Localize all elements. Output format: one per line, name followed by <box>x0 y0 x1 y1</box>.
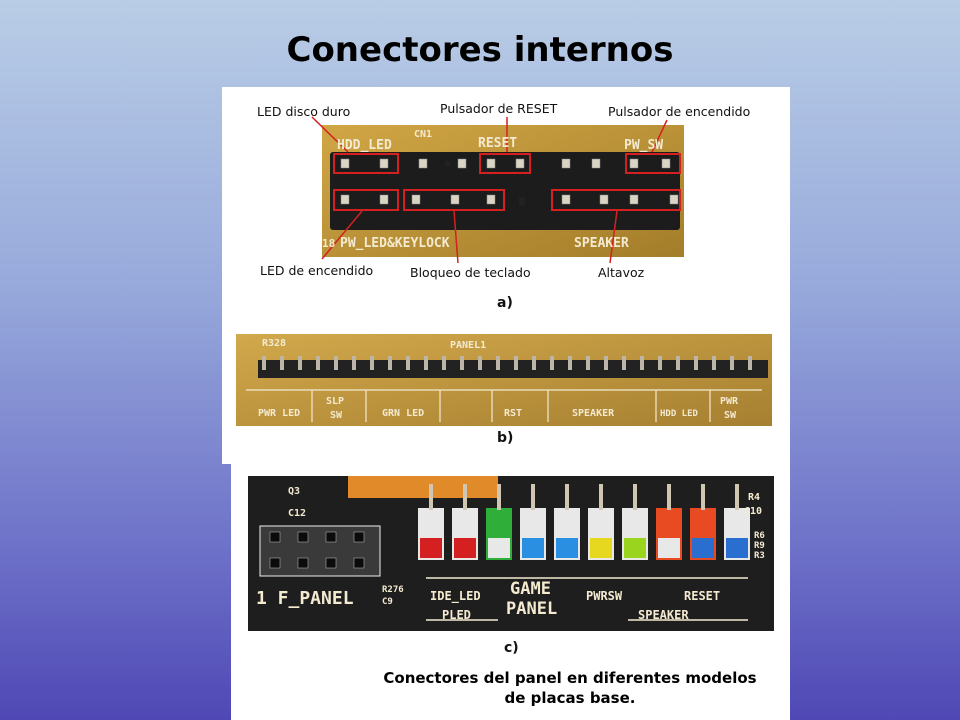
silk-r276: R276 <box>382 585 404 595</box>
silk-c10: C10 <box>744 506 762 517</box>
silk-pwr: PWR <box>720 396 739 407</box>
silk-grn-led: GRN LED <box>382 408 424 419</box>
figure-panel-c: Q3 C12 R4 C10 R6 R9 R3 1 F_PANEL R276 C9… <box>231 464 790 720</box>
silk-speaker: SPEAKER <box>574 236 629 251</box>
figure-caption-line1: Conectores del panel en diferentes model… <box>383 669 757 687</box>
silk-pled: PLED <box>442 608 471 622</box>
callout-hdd-led: LED disco duro <box>257 104 351 119</box>
silk-pwrsw: PWRSW <box>586 589 623 603</box>
figure-caption-line2: de placas base. <box>504 689 636 707</box>
silk-sw: SW <box>330 410 343 421</box>
silk-f-panel: 1 F_PANEL <box>256 588 354 609</box>
silk-pwr-led: PWR LED <box>258 408 300 419</box>
caption-b: b) <box>497 430 514 446</box>
silk-q3: Q3 <box>288 486 300 497</box>
slide-title: Conectores internos <box>286 30 674 70</box>
leader-lines-a <box>311 116 668 264</box>
silk-r328: R328 <box>262 338 286 349</box>
callout-reset: Pulsador de RESET <box>440 101 558 116</box>
silk-hdd-led: HDD_LED <box>337 138 392 153</box>
silk-ide-led: IDE_LED <box>430 589 481 604</box>
callout-power-led: LED de encendido <box>260 263 374 278</box>
silk-pw-sw: PW_SW <box>624 138 663 153</box>
silk-hdd-led-b: HDD LED <box>660 409 699 419</box>
pins-a <box>340 158 679 205</box>
silk-r4: R4 <box>748 492 760 503</box>
pins-b <box>262 356 752 370</box>
silk-cn1: CN1 <box>414 129 432 140</box>
photo-b-header-strip: R328 PANEL1 PWR LED SLP SW GRN LED RST S… <box>236 334 772 426</box>
figure-caption: Conectores del panel en diferentes model… <box>360 668 780 708</box>
silk-r9: R9 <box>754 541 765 551</box>
callout-power-button: Pulsador de encendido <box>608 104 751 119</box>
silk-c12: C12 <box>288 508 306 519</box>
caption-a: a) <box>497 295 513 311</box>
silk-reset: RESET <box>478 136 517 151</box>
jumper-caps-c <box>418 508 750 560</box>
silk-speaker-c: SPEAKER <box>638 608 689 622</box>
callout-keylock: Bloqueo de teclado <box>410 265 531 280</box>
photo-a-header-pins: HDD_LED CN1 RESET PW_SW 18 PW_LED&KEYLOC… <box>311 116 684 264</box>
silk-pw-led-keylock: PW_LED&KEYLOCK <box>340 236 450 251</box>
silk-slp: SLP <box>326 396 344 407</box>
silk-r3: R3 <box>754 551 765 561</box>
silk-r6: R6 <box>754 531 765 541</box>
silk-sw2: SW <box>724 410 737 421</box>
photo-c-front-panel: Q3 C12 R4 C10 R6 R9 R3 1 F_PANEL R276 C9… <box>248 476 774 631</box>
silk-reset-c: RESET <box>684 589 720 603</box>
caption-c: c) <box>504 640 519 656</box>
silk-rst: RST <box>504 408 522 419</box>
figure-panel-ab: HDD_LED CN1 RESET PW_SW 18 PW_LED&KEYLOC… <box>222 87 790 464</box>
silk-game: GAME <box>510 579 551 599</box>
silk-speaker-b: SPEAKER <box>572 408 615 419</box>
callout-boxes-a <box>333 153 681 211</box>
silk-panel-c: PANEL <box>506 599 557 619</box>
callout-speaker: Altavoz <box>598 265 645 280</box>
silk-c9: C9 <box>382 597 393 607</box>
silk-panel1: PANEL1 <box>450 340 486 351</box>
silk-pin-no: 18 <box>322 237 335 250</box>
